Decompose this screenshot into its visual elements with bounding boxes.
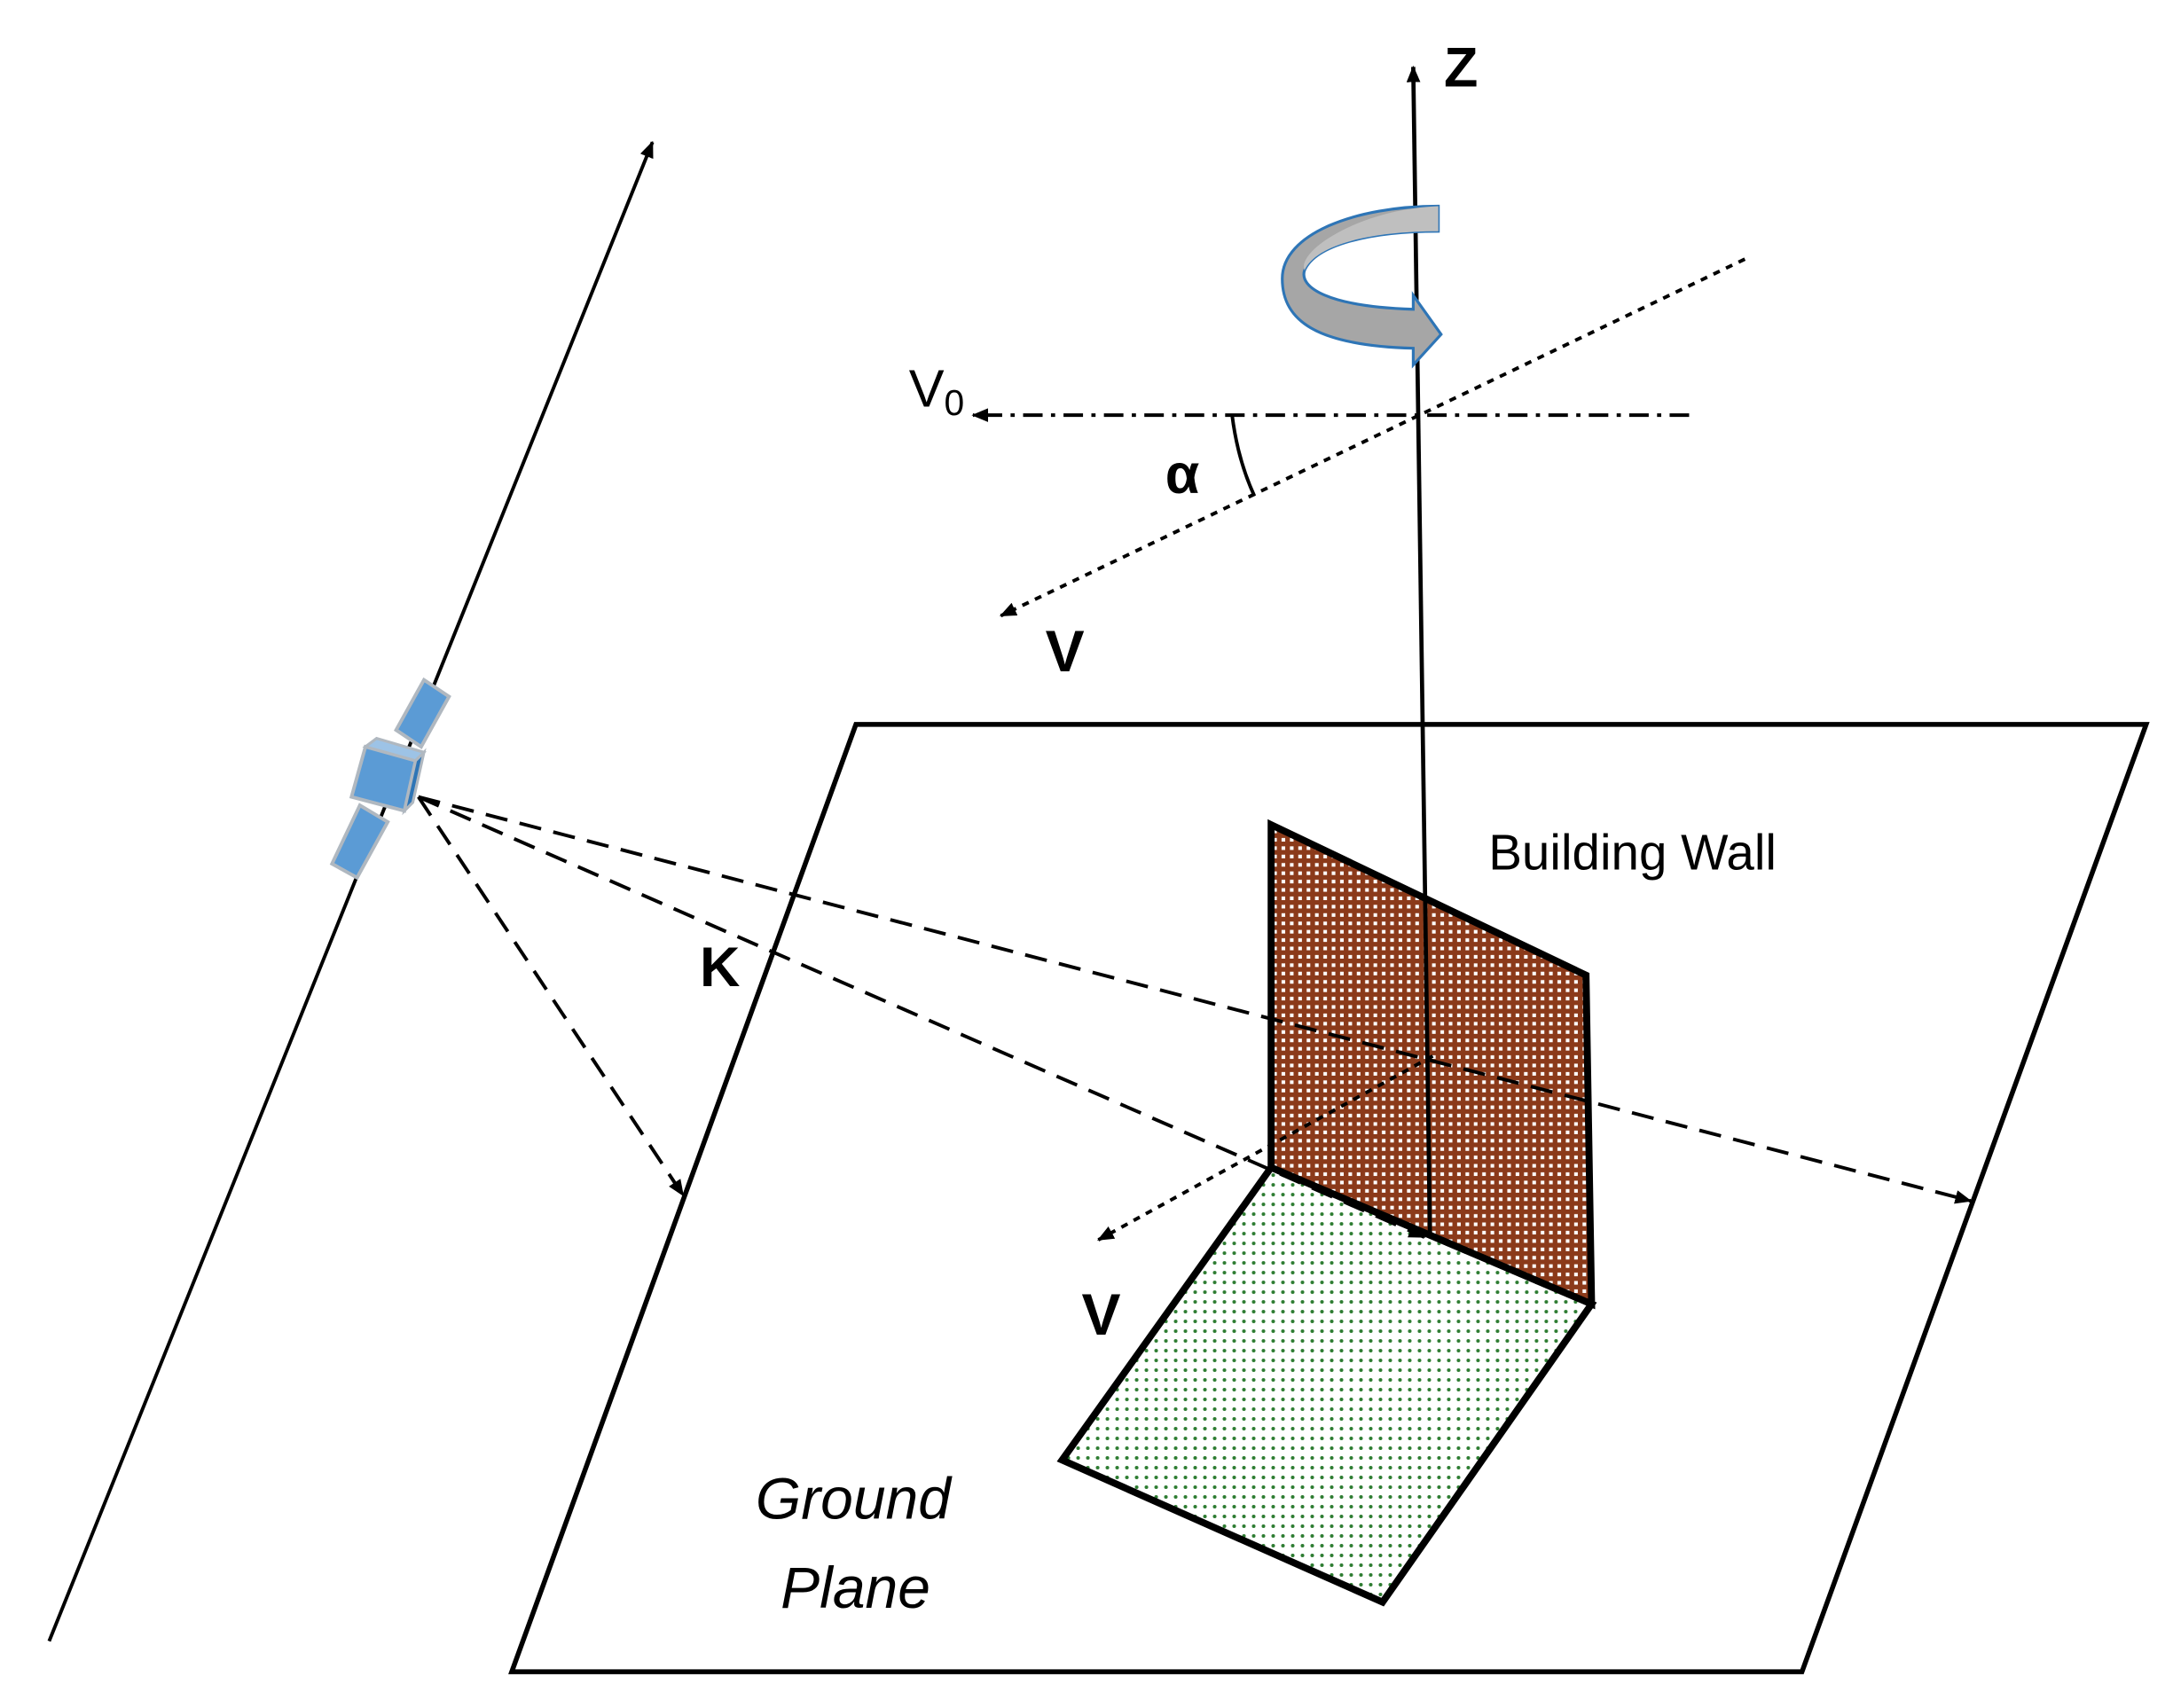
- ground-plane-label-line2: Plane: [781, 1555, 930, 1620]
- ground-plane-label-line1: Ground: [756, 1465, 953, 1531]
- v0-label-main: V: [909, 359, 945, 419]
- v-direction-line-upper: [999, 257, 1746, 618]
- radar-beam-center: [417, 795, 1426, 1239]
- z-axis-label: Z: [1444, 36, 1478, 98]
- z-axis-line: [1406, 65, 1432, 1238]
- orbit-track-line: [47, 140, 655, 1642]
- alpha-angle-arc: [1230, 414, 1257, 498]
- ground-plane: [508, 722, 2150, 1674]
- rotation-arrow-icon: [1281, 204, 1443, 369]
- v0-label: V0: [909, 359, 965, 423]
- v0-label-sub: 0: [945, 382, 965, 423]
- alpha-label: α: [1165, 443, 1200, 505]
- satellite-icon: [329, 677, 451, 881]
- radar-beam-near: [417, 795, 685, 1197]
- v-label-lower: V: [1082, 1281, 1121, 1347]
- k-label: K: [700, 936, 740, 999]
- v-label-upper: V: [1046, 618, 1085, 684]
- building-wall: [1267, 819, 1596, 1310]
- building-wall-label: Building Wall: [1488, 824, 1777, 880]
- radar-beam-far: [418, 795, 1973, 1204]
